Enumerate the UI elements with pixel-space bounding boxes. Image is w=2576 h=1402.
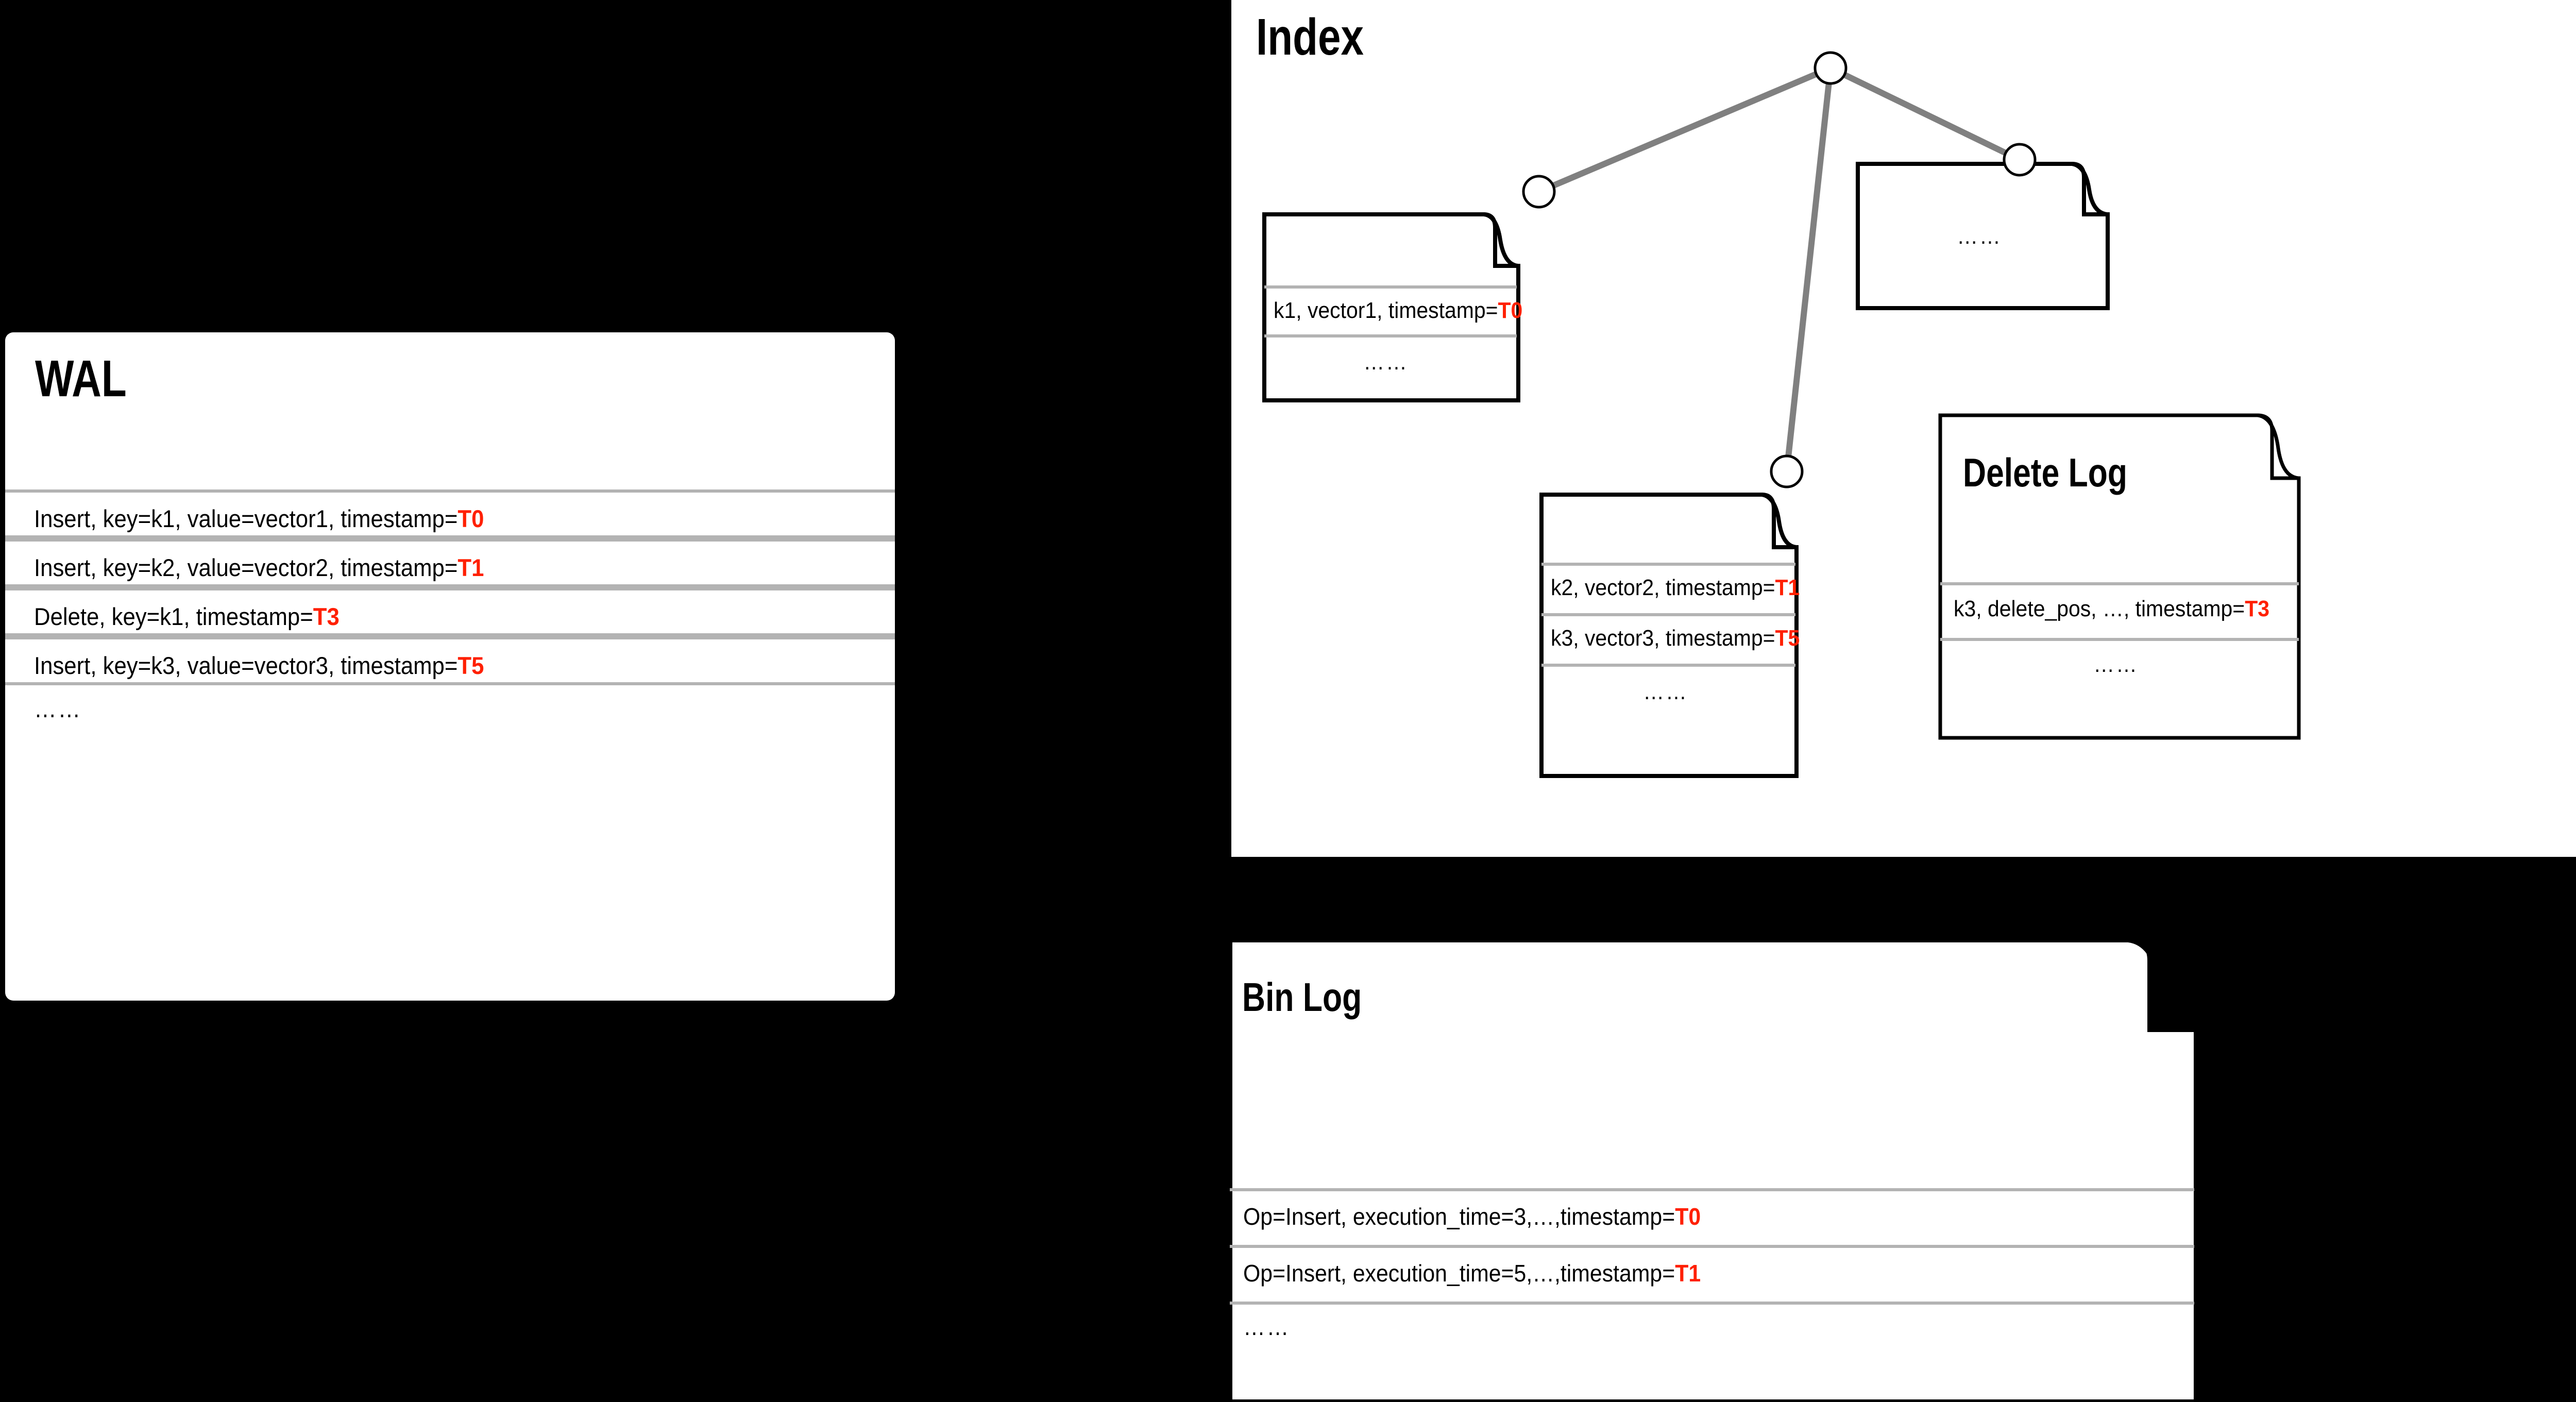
doc-rows-k1: k1, vector1, timestamp=T0 …… <box>1262 209 1522 402</box>
wal-row: Insert, key=k2, value=vector2, timestamp… <box>5 538 895 587</box>
wal-title: WAL <box>35 350 127 408</box>
leaf-row-text: …… <box>1363 349 1409 375</box>
delete-log-doc: Delete Log k3, delete_pos, …, timestamp=… <box>1938 412 2301 740</box>
doc-rows-k2k3: k2, vector2, timestamp=T1 k3, vector3, t… <box>1539 489 1800 778</box>
wal-row-text: Insert, key=k1, value=vector1, timestamp… <box>34 505 458 532</box>
bin-log-row-text: Op=Insert, execution_time=3,…,timestamp= <box>1243 1203 1675 1230</box>
index-leaf-k1: k1, vector1, timestamp=T0 …… <box>1262 209 1522 402</box>
doc-outline-k1 <box>1262 212 1520 402</box>
delete-log-row-text: k3, delete_pos, …, timestamp= <box>1954 596 2245 621</box>
wal-row: Delete, key=k1, timestamp=T3 <box>5 587 895 636</box>
index-doc-ellipsis: …… <box>1856 161 2111 310</box>
bin-log-row-timestamp: T1 <box>1675 1260 1701 1287</box>
wal-row-timestamp: T0 <box>457 505 484 532</box>
leaf-row-timestamp: T1 <box>1775 575 1800 600</box>
doc-outline-bin-log <box>1227 937 2199 1402</box>
delete-log-row-timestamp: T3 <box>2245 596 2269 621</box>
delete-log-row-text: …… <box>2093 652 2139 677</box>
leaf-row: k2, vector2, timestamp=T1 <box>1551 575 1800 601</box>
bin-log-row-text: …… <box>1243 1313 1291 1340</box>
index-panel: Index k1, vector1, timestamp=T0 …… <box>1231 0 2576 857</box>
index-title: Index <box>1256 8 1364 66</box>
leaf-row-timestamp: T5 <box>1775 626 1800 651</box>
leaf-row: k3, vector3, timestamp=T5 <box>1551 626 1800 651</box>
wal-row-timestamp: T5 <box>457 652 484 679</box>
leaf-row-text: k1, vector1, timestamp= <box>1274 298 1498 323</box>
bin-log-row: Op=Insert, execution_time=3,…,timestamp=… <box>1243 1203 1701 1230</box>
doc-outline-ellipsis <box>1856 162 2110 310</box>
leaf-row-text: k2, vector2, timestamp= <box>1551 575 1775 600</box>
leaf-row-text: …… <box>1643 679 1688 704</box>
bin-log-title: Bin Log <box>1242 974 1362 1020</box>
wal-row: Insert, key=k1, value=vector1, timestamp… <box>5 489 895 538</box>
wal-row-timestamp: T1 <box>457 554 484 581</box>
bin-log-row-timestamp: T0 <box>1675 1203 1701 1230</box>
wal-row-text: Delete, key=k1, timestamp= <box>34 603 313 630</box>
doc-outline-delete-log <box>1938 413 2301 740</box>
leaf-row-timestamp: T0 <box>1498 298 1523 323</box>
bin-log-row: Op=Insert, execution_time=5,…,timestamp=… <box>1243 1259 1701 1287</box>
wal-panel: WAL Insert, key=k1, value=vector1, times… <box>5 332 895 1001</box>
wal-row-text: …… <box>34 695 82 722</box>
bin-log-row-text: Op=Insert, execution_time=5,…,timestamp= <box>1243 1260 1675 1287</box>
wal-row-text: Insert, key=k2, value=vector2, timestamp… <box>34 554 458 581</box>
index-leaf-k2k3: k2, vector2, timestamp=T1 k3, vector3, t… <box>1539 489 1800 778</box>
doc-rows-delete-log: Delete Log k3, delete_pos, …, timestamp=… <box>1938 412 2301 740</box>
delete-log-row: k3, delete_pos, …, timestamp=T3 <box>1954 596 2269 622</box>
wal-row: …… <box>5 685 895 734</box>
bin-log-doc: Bin Log Op=Insert, execution_time=3,…,ti… <box>1227 937 2222 1402</box>
leaf-row: k1, vector1, timestamp=T0 <box>1274 298 1522 324</box>
leaf-row-text: k3, vector3, timestamp= <box>1551 626 1775 651</box>
leaf-row-text: …… <box>1957 224 2002 249</box>
delete-log-title: Delete Log <box>1963 450 2127 495</box>
wal-row: Insert, key=k3, value=vector3, timestamp… <box>5 636 895 685</box>
doc-rows-ellipsis: …… <box>1856 161 2111 310</box>
bin-log-rows: Bin Log Op=Insert, execution_time=3,…,ti… <box>1228 937 2222 1402</box>
wal-row-text: Insert, key=k3, value=vector3, timestamp… <box>34 652 458 679</box>
wal-row-timestamp: T3 <box>313 603 340 630</box>
